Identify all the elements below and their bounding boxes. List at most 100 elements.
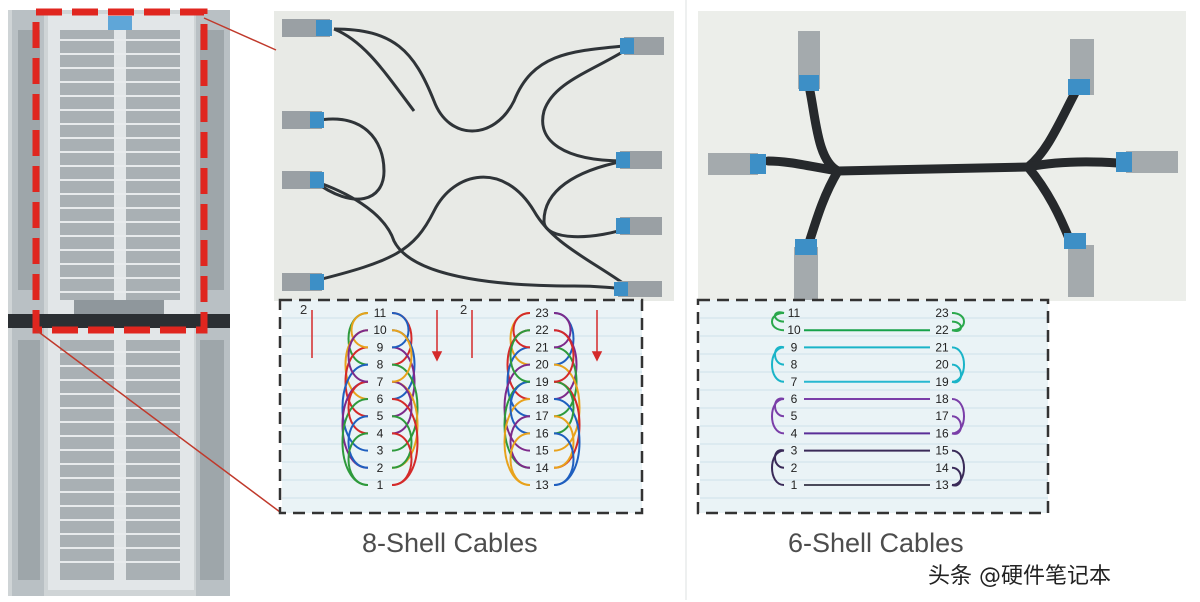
wire-arc: [350, 312, 369, 349]
6-shell-cable-illustration: [698, 11, 1186, 303]
port-label: 19: [535, 375, 549, 389]
wire-arc: [553, 346, 578, 418]
port-label: 5: [791, 409, 798, 423]
server-rack-illustration: [8, 10, 230, 596]
wire-arc: [391, 380, 413, 435]
wire-loop: [951, 346, 965, 383]
wire-arc: [341, 363, 369, 452]
6-shell-cable-photo: [698, 11, 1186, 303]
wire-arc: [347, 432, 369, 486]
wire-loop: [771, 346, 785, 383]
port-label: 8: [791, 358, 798, 372]
port-label: 17: [935, 409, 949, 423]
port-label: 22: [935, 323, 949, 337]
port-label: 7: [791, 375, 798, 389]
port-label: 5: [377, 409, 384, 423]
port-label: 13: [535, 478, 549, 492]
port-label: 7: [377, 375, 384, 389]
port-label: 1: [377, 478, 384, 492]
wire-arc: [553, 415, 575, 469]
port-label: 22: [535, 323, 549, 337]
port-label: 11: [788, 306, 801, 320]
port-label: 16: [535, 426, 549, 440]
port-label: 3: [791, 444, 798, 458]
wire-loop: [951, 312, 965, 332]
wire-loop: [951, 415, 962, 435]
6-shell-dashed-frame: [696, 298, 1050, 515]
wire-loop: [774, 397, 785, 418]
wire-arc: [391, 415, 413, 469]
port-label: 13: [935, 478, 949, 492]
8-shell-cable-photo: [274, 11, 674, 301]
wire-arc: [391, 363, 419, 452]
port-label: 2: [791, 461, 798, 475]
wire-arc: [506, 346, 531, 418]
wire-arc: [553, 329, 575, 383]
port-label: 4: [791, 426, 798, 440]
caption-6-shell-cables: 6-Shell Cables: [788, 528, 964, 558]
port-label: 9: [791, 340, 798, 354]
port-label: 16: [935, 426, 949, 440]
port-label: 18: [535, 392, 549, 406]
port-label: 9: [377, 340, 384, 354]
port-label: 19: [935, 375, 949, 389]
wire-loop: [771, 398, 785, 435]
wire-loop: [774, 345, 785, 366]
server-rack-photo: [8, 10, 230, 596]
port-label: 21: [935, 340, 949, 354]
partial-port-label: 2: [300, 302, 307, 317]
port-label: 6: [377, 392, 384, 406]
wire-loop: [771, 312, 785, 332]
port-label: 4: [377, 426, 384, 440]
wire-loop: [951, 398, 965, 435]
port-label: 1: [791, 478, 798, 492]
port-label: 6: [791, 392, 798, 406]
wire-arc: [391, 432, 413, 486]
8-shell-cable-illustration: [274, 11, 674, 301]
wire-loop: [951, 466, 962, 487]
wire-arc: [509, 329, 531, 383]
highlight-dashed-frame: [32, 8, 208, 334]
wire-arc: [509, 415, 531, 469]
port-label: 15: [935, 444, 949, 458]
wire-arc: [347, 380, 369, 435]
wire-arc: [553, 380, 575, 435]
wire-loop: [774, 311, 785, 323]
port-label: 20: [535, 358, 549, 372]
wire-loop: [771, 449, 785, 486]
wire-arc: [391, 329, 413, 383]
port-label: 23: [935, 306, 949, 320]
8-shell-dashed-frame: [278, 298, 644, 515]
port-label: 2: [377, 461, 384, 475]
wire-loop: [951, 363, 962, 384]
callout-line-bottom: [35, 329, 281, 513]
port-label: 20: [935, 358, 949, 372]
port-label: 14: [935, 461, 949, 475]
caption-8-shell-cables: 8-Shell Cables: [362, 528, 538, 558]
wire-arc: [391, 346, 416, 418]
wire-loop: [951, 320, 962, 332]
port-label: 18: [935, 392, 949, 406]
wire-arc: [553, 312, 572, 349]
wire-loop: [951, 449, 965, 486]
wire-arc: [509, 380, 531, 435]
wire-arc: [553, 363, 581, 452]
port-label: 21: [535, 340, 549, 354]
wire-arc: [509, 432, 531, 486]
port-label: 14: [535, 461, 549, 475]
port-label: 10: [787, 323, 801, 337]
wire-arc: [512, 312, 531, 349]
port-label: 8: [377, 358, 384, 372]
wire-arc: [347, 415, 369, 469]
wire-arc: [553, 432, 575, 486]
wire-arc: [347, 329, 369, 383]
port-label: 11: [374, 306, 387, 320]
callout-line-top: [203, 17, 277, 51]
port-label: 15: [535, 444, 549, 458]
port-label: 10: [373, 323, 387, 337]
